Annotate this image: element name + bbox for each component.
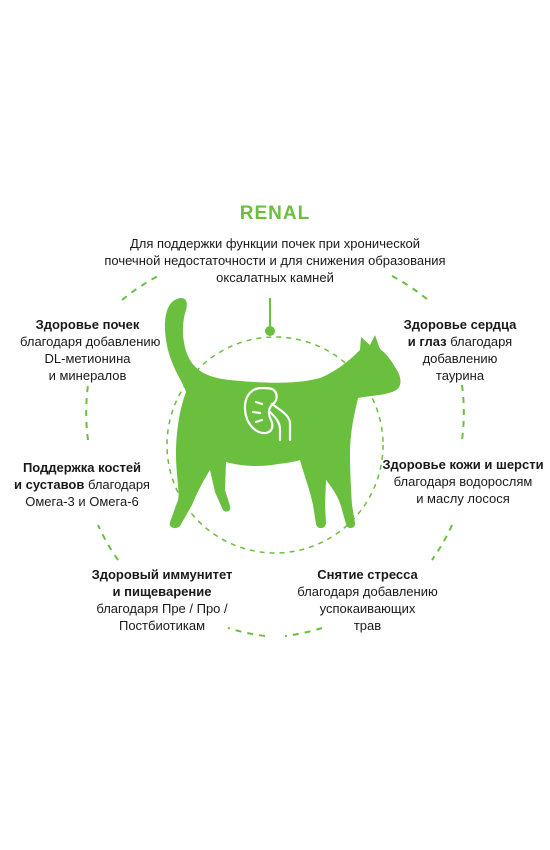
benefit-heading: и глаз	[407, 334, 447, 349]
connector-pin	[265, 298, 275, 336]
benefit-text: DL-метионина	[44, 351, 131, 366]
benefit-heading: и суставов	[14, 477, 85, 492]
benefit-heading: Здоровый иммунитет	[91, 567, 233, 582]
benefit-skin-coat: Здоровье кожи и шерсти благодаря водорос…	[378, 456, 548, 507]
benefit-text: благодаря добавлению	[297, 584, 438, 599]
benefit-heading: Снятие стресса	[317, 567, 418, 582]
benefit-text: благодаря Пре / Про /	[96, 601, 228, 616]
benefit-text: Омега-3 и Омега-6	[25, 494, 139, 509]
outer-dashed-circle	[85, 275, 465, 637]
benefit-immunity-digestion: Здоровый иммунитет и пищеварение благода…	[82, 566, 242, 634]
benefit-text: благодаря	[84, 477, 150, 492]
benefit-stress-relief: Снятие стресса благодаря добавлению успо…	[295, 566, 440, 634]
benefit-text: благодаря водорослям	[393, 474, 533, 489]
benefit-kidney-health: Здоровье почек благодаря добавлению DL-м…	[20, 316, 161, 384]
benefit-text: трав	[353, 618, 382, 633]
benefit-text: успокаивающих	[319, 601, 416, 616]
benefit-heading: Здоровье почек	[35, 317, 140, 332]
benefit-text: Постбиотикам	[118, 618, 206, 633]
benefit-heading: Поддержка костей	[22, 460, 142, 475]
benefit-text: благодаря	[446, 334, 513, 349]
description-line: оксалатных камней	[216, 270, 334, 285]
kidney-icon	[243, 386, 292, 442]
benefit-text: добавлению	[422, 351, 498, 366]
benefit-text: благодаря добавлению	[20, 334, 161, 349]
description-line: Для поддержки функции почек при хроничес…	[129, 236, 421, 251]
inner-dashed-circle	[166, 336, 384, 554]
description-line: почечной недостаточности и для снижения …	[104, 253, 446, 268]
product-title: RENAL	[239, 203, 311, 224]
benefit-heading: Здоровье сердца	[403, 317, 517, 332]
benefit-heading: и пищеварение	[112, 584, 212, 599]
benefit-text: и маслу лосося	[416, 491, 510, 506]
benefit-text: и минералов	[48, 368, 127, 383]
benefit-heading: Здоровье кожи и шерсти	[382, 457, 544, 472]
benefit-text: таурина	[435, 368, 485, 383]
product-description: Для поддержки функции почек при хроничес…	[95, 235, 455, 286]
benefit-heart-eyes: Здоровье сердца и глаз благодаря добавле…	[390, 316, 530, 384]
benefit-bones-joints: Поддержка костей и суставов благодаря Ом…	[12, 459, 152, 510]
